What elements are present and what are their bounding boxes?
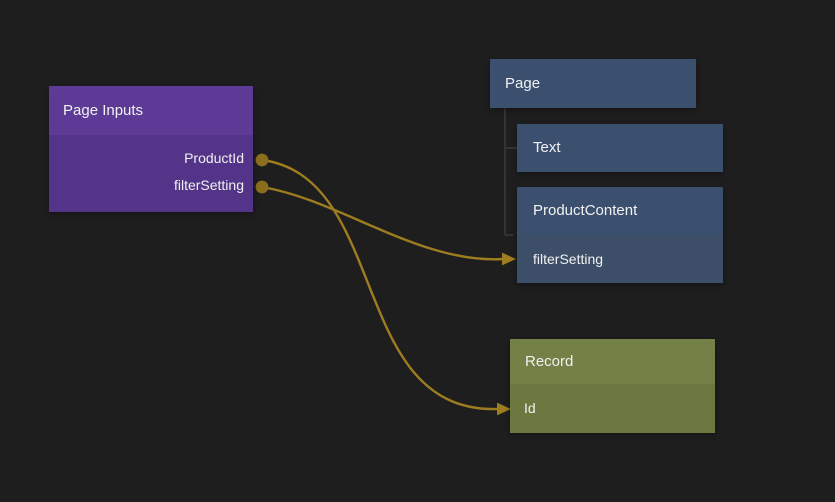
port-productid[interactable]: [255, 153, 269, 167]
node-record-title[interactable]: Record: [510, 339, 715, 384]
node-page-inputs-title[interactable]: Page Inputs: [49, 86, 253, 135]
wire-productid-to-id[interactable]: [261, 158, 511, 416]
node-page-inputs-body: ProductId filterSetting: [49, 135, 253, 212]
node-page[interactable]: Page: [490, 59, 696, 108]
arrowhead-id: [497, 402, 511, 416]
node-page-inputs[interactable]: Page Inputs ProductId filterSetting: [49, 86, 253, 212]
node-product-content-title[interactable]: ProductContent: [517, 187, 723, 235]
field-id[interactable]: Id: [510, 384, 715, 433]
field-productid[interactable]: ProductId: [184, 150, 244, 166]
wire-filtersetting-to-filtersetting[interactable]: [261, 185, 516, 266]
field-filtersetting[interactable]: filterSetting: [173, 177, 244, 193]
node-product-content[interactable]: ProductContent filterSetting: [517, 187, 723, 283]
node-text[interactable]: Text: [517, 124, 723, 172]
tree-connector-lines: [504, 108, 517, 236]
arrowhead-filtersetting: [502, 252, 516, 266]
port-filtersetting[interactable]: [255, 180, 269, 194]
field-page-filtersetting[interactable]: filterSetting: [517, 235, 723, 283]
node-record[interactable]: Record Id: [510, 339, 715, 433]
